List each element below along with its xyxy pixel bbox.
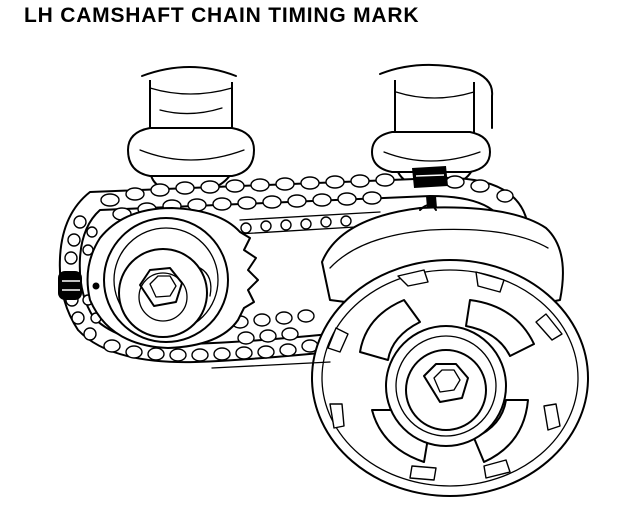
- phaser-windows: [359, 299, 535, 463]
- sprocket-timing-dot: [92, 282, 100, 290]
- left-cam-sprocket: [86, 207, 259, 349]
- left-camshaft: [127, 66, 255, 194]
- chain-links-top: [100, 173, 514, 221]
- phaser-notches: [327, 269, 563, 481]
- right-cam-phaser: [311, 204, 589, 497]
- phaser-bolt: [423, 363, 469, 403]
- figure-title: LH CAMSHAFT CHAIN TIMING MARK: [24, 4, 420, 27]
- chain-links-bottom: [103, 309, 319, 362]
- chain-inner-span: [237, 211, 381, 235]
- timing-mark-link: [58, 271, 82, 300]
- chain-guide-edge: [211, 361, 331, 369]
- right-camshaft: [371, 63, 494, 189]
